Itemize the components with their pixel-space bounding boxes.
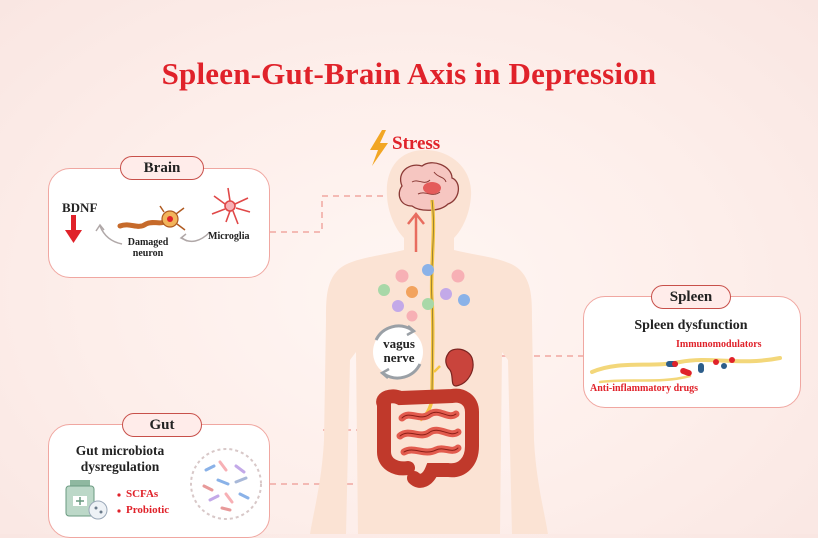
vagus-label-line2: nerve — [378, 351, 420, 365]
spleen-tag: Spleen — [651, 285, 731, 309]
brain-panel — [48, 168, 270, 278]
brain-icon — [399, 163, 458, 210]
vagus-label: vagus nerve — [378, 337, 420, 365]
lightning-icon — [370, 130, 388, 166]
vagus-label-line1: vagus — [378, 337, 420, 351]
gut-panel — [48, 424, 270, 538]
spleen-heading: Spleen dysfunction — [583, 318, 799, 334]
anti-inflammatory-label: Anti-inflammatory drugs — [590, 383, 698, 394]
gut-tag: Gut — [122, 413, 202, 437]
gut-heading-line1: Gut microbiota — [56, 443, 184, 459]
damaged-neuron-line1: Damaged — [122, 237, 174, 248]
connector-brain — [270, 196, 392, 232]
damaged-neuron-label: Damaged neuron — [122, 237, 174, 259]
immunomodulators-label: Immunomodulators — [676, 339, 762, 350]
bdnf-label: BDNF — [62, 200, 97, 216]
stress-label: Stress — [392, 133, 440, 155]
gut-heading-line2: dysregulation — [56, 459, 184, 475]
gut-item-scfas: SCFAs — [126, 488, 158, 500]
brain-tag: Brain — [120, 156, 204, 180]
damaged-neuron-line2: neuron — [122, 248, 174, 259]
gut-item-probiotic: Probiotic — [126, 504, 169, 516]
microglia-label: Microglia — [208, 231, 249, 242]
gut-heading: Gut microbiota dysregulation — [56, 443, 184, 475]
